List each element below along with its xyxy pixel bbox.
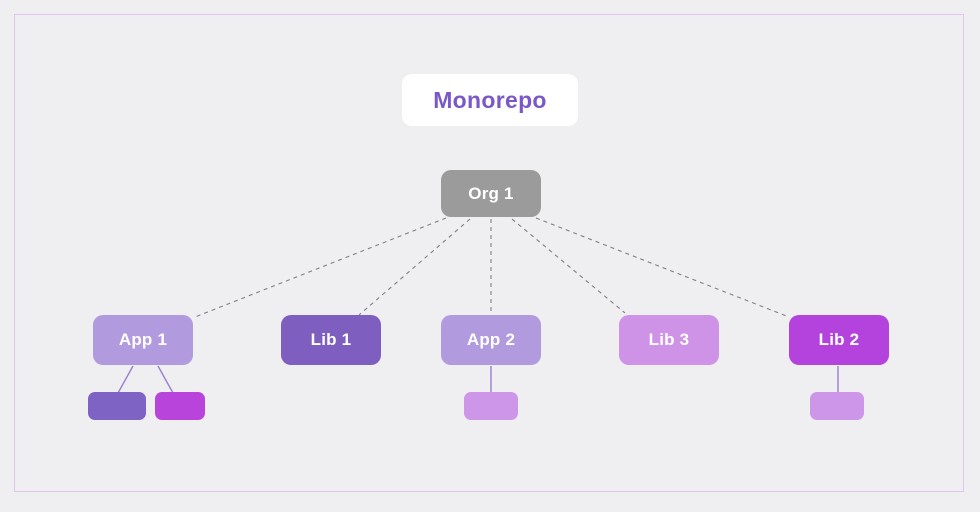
edge-app1-to-leaf-b (157, 365, 174, 394)
edge-org1-to-lib2 (535, 217, 790, 318)
diagram-title-card: Monorepo (402, 74, 578, 126)
node-label-org-1: Org 1 (468, 183, 514, 203)
node-label-lib-2: Lib 2 (818, 330, 860, 349)
node-label-app-2: App 2 (466, 330, 516, 349)
node-label-lib-1: Lib 1 (310, 330, 352, 349)
node-lib-2[interactable]: Lib 2 (789, 315, 889, 365)
leaf-node-app-1-a[interactable] (88, 392, 146, 420)
edge-app1-to-leaf-a (117, 365, 134, 394)
node-app-2[interactable]: App 2 (441, 315, 541, 365)
node-org-1[interactable]: Org 1 (441, 170, 541, 217)
edge-org1-to-lib1 (358, 218, 471, 316)
leaf-node-app-1-b[interactable] (155, 392, 205, 420)
leaf-node-app-2-a[interactable] (464, 392, 518, 420)
node-lib-1[interactable]: Lib 1 (281, 315, 381, 365)
leaf-node-lib-2-a[interactable] (810, 392, 864, 420)
node-label-app-1: App 1 (118, 330, 168, 349)
edge-org1-to-app1 (194, 217, 447, 318)
node-app-1[interactable]: App 1 (93, 315, 193, 365)
edge-org1-to-lib3 (511, 218, 626, 314)
node-lib-3[interactable]: Lib 3 (619, 315, 719, 365)
page-title: Monorepo (433, 86, 547, 113)
node-label-lib-3: Lib 3 (648, 330, 690, 349)
